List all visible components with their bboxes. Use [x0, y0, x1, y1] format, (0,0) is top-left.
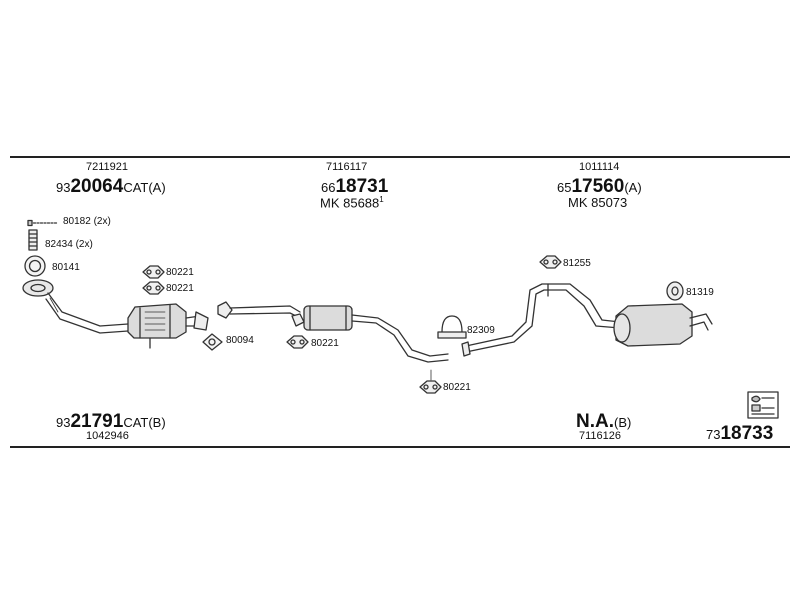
- g1-suffix: CAT(A): [123, 180, 166, 195]
- gasket-80094-icon: [202, 333, 223, 351]
- bottom-rule: [10, 446, 790, 448]
- bolt-80182-icon: [27, 219, 58, 227]
- front-pipe-icon: [22, 279, 129, 334]
- g5-suffix: (B): [614, 415, 632, 430]
- g3-suffix: (A): [624, 180, 642, 195]
- g1-ref: 7211921: [86, 161, 129, 173]
- g1-part-number: 9320064CAT(A): [56, 177, 166, 196]
- label-80182: 80182 (2x): [63, 216, 111, 227]
- hanger-81319-icon: [666, 281, 684, 301]
- label-80094: 80094: [226, 335, 254, 346]
- top-rule: [10, 156, 790, 158]
- g4-ref: 1042946: [86, 430, 129, 442]
- label-82309: 82309: [467, 325, 495, 336]
- g2-num: 18731: [335, 176, 389, 197]
- g4-part-number: 9321791CAT(B): [56, 412, 166, 431]
- middle-silencer-icon: [303, 305, 449, 363]
- gasket-80221-a-icon: [142, 265, 165, 279]
- label-80221-a: 80221: [166, 267, 194, 278]
- label-81319: 81319: [686, 287, 714, 298]
- g2-mk-text: MK 85688: [320, 195, 380, 211]
- catalytic-converter-icon: [127, 303, 209, 349]
- g6-num: 18733: [720, 423, 774, 444]
- label-80221-d: 80221: [443, 382, 471, 393]
- g2-prefix: 66: [321, 180, 336, 195]
- g2-ref: 7116117: [326, 161, 368, 173]
- label-80141: 80141: [52, 262, 80, 273]
- g3-part-number: 6517560(A): [557, 177, 642, 196]
- g4-suffix: CAT(B): [123, 415, 166, 430]
- g1-num: 20064: [70, 176, 124, 197]
- label-80221-c: 80221: [311, 338, 339, 349]
- gasket-80221-c-icon: [286, 335, 309, 349]
- g2-mk: MK 856881: [320, 195, 384, 211]
- gasket-80221-d-icon: [419, 369, 442, 394]
- spring-82434-icon: [28, 229, 38, 251]
- rear-silencer-icon: [613, 303, 713, 347]
- g3-ref: 1011114: [579, 161, 620, 173]
- g5-part-number: N.A.(B): [576, 412, 631, 431]
- g6-prefix: 73: [706, 427, 721, 442]
- label-81255: 81255: [563, 258, 591, 269]
- gasket-80221-b-icon: [142, 281, 165, 295]
- g6-part-number: 7318733: [706, 424, 773, 443]
- gasket-ring-80141-icon: [24, 255, 46, 277]
- g3-mk: MK 85073: [568, 195, 628, 210]
- parts-list-icon: [747, 391, 779, 419]
- g2-part-number: 6618731: [321, 177, 388, 196]
- label-82434: 82434 (2x): [45, 239, 93, 250]
- g5-num: N.A.: [576, 411, 614, 432]
- g3-num: 17560: [571, 176, 625, 197]
- hanger-81255-icon: [539, 255, 562, 269]
- label-80221-b: 80221: [166, 283, 194, 294]
- g3-prefix: 65: [557, 180, 572, 195]
- g5-ref: 7116126: [579, 430, 622, 442]
- g4-num: 21791: [70, 411, 124, 432]
- g1-prefix: 93: [56, 180, 71, 195]
- rear-pipe-icon: [461, 283, 621, 357]
- g4-prefix: 93: [56, 415, 71, 430]
- clamp-82309-icon: [437, 315, 467, 339]
- g2-mk-sup: 1: [379, 195, 384, 204]
- middle-pipe-icon: [217, 301, 305, 327]
